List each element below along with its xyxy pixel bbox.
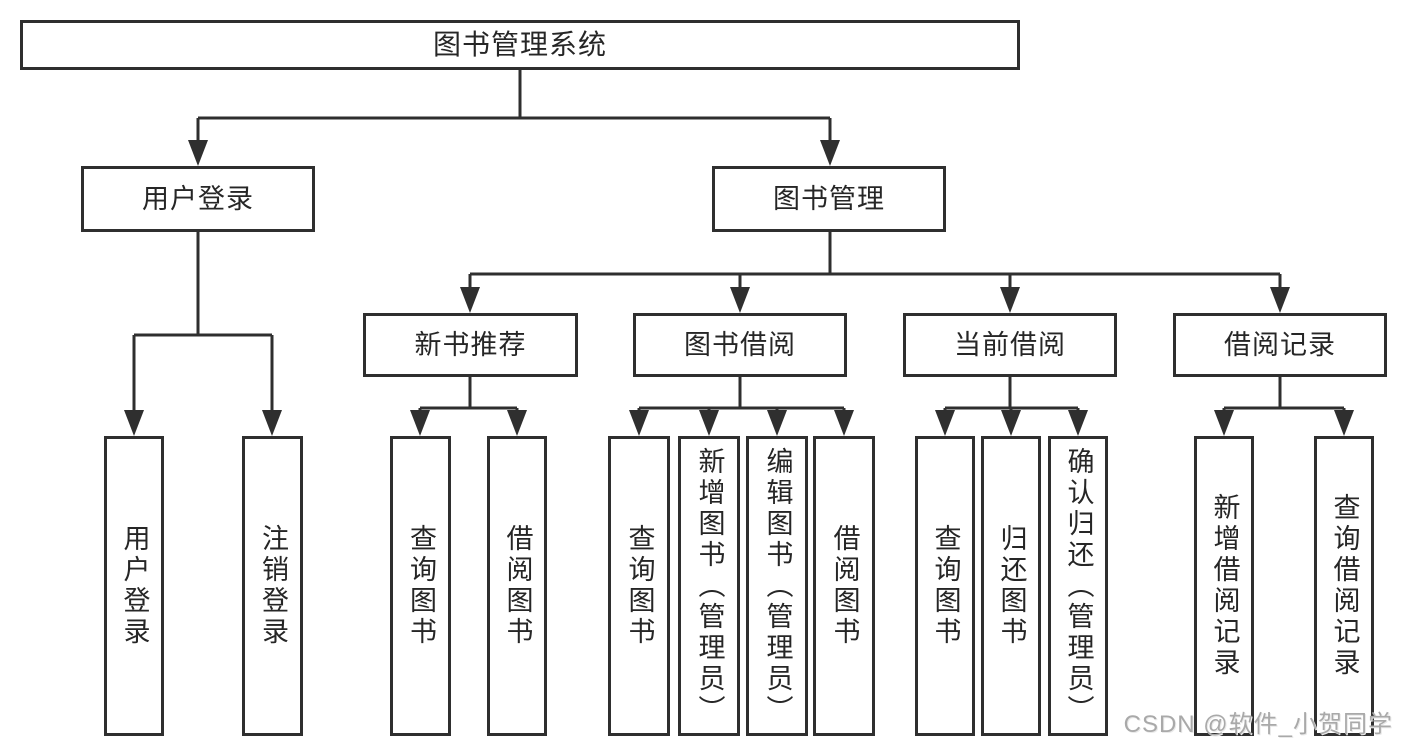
node-borrow-records: 借阅记录 bbox=[1173, 313, 1387, 377]
edge-borrow-records-children bbox=[1214, 377, 1354, 436]
edge-new-book-recommend-children bbox=[410, 377, 527, 436]
arrowhead bbox=[262, 410, 282, 436]
leaf-br-add-record: 新增借阅记录 bbox=[1194, 436, 1254, 736]
node-book-borrow: 图书借阅 bbox=[633, 313, 847, 377]
edge-root-to-level2 bbox=[188, 70, 840, 166]
edge-book-borrow-children bbox=[629, 377, 854, 436]
leaf-bb-query-book: 查询图书 bbox=[608, 436, 670, 736]
node-root: 图书管理系统 bbox=[20, 20, 1020, 70]
leaf-nbr-query-book: 查询图书 bbox=[390, 436, 451, 736]
arrowhead bbox=[124, 410, 144, 436]
arrowhead bbox=[188, 140, 208, 166]
arrowhead bbox=[935, 410, 955, 436]
arrowhead bbox=[1068, 410, 1088, 436]
node-new-book-recommend: 新书推荐 bbox=[363, 313, 578, 377]
leaf-bb-borrow-book: 借阅图书 bbox=[813, 436, 875, 736]
leaf-bb-edit-book-admin: 编辑图书（管理员） bbox=[746, 436, 808, 736]
arrowhead bbox=[730, 287, 750, 313]
edge-user-login-children bbox=[124, 232, 282, 436]
leaf-user-login: 用户登录 bbox=[104, 436, 164, 736]
arrowhead bbox=[820, 140, 840, 166]
edge-book-management-modules bbox=[460, 232, 1290, 313]
arrowhead bbox=[1000, 287, 1020, 313]
arrowhead bbox=[834, 410, 854, 436]
arrowhead bbox=[767, 410, 787, 436]
leaf-nbr-borrow-book: 借阅图书 bbox=[487, 436, 547, 736]
node-current-borrow: 当前借阅 bbox=[903, 313, 1117, 377]
arrowhead bbox=[699, 410, 719, 436]
arrowhead bbox=[1334, 410, 1354, 436]
arrowhead bbox=[1214, 410, 1234, 436]
leaf-cb-query-book: 查询图书 bbox=[915, 436, 975, 736]
watermark: CSDN @软件_小贺同学 bbox=[1123, 711, 1393, 738]
arrowhead bbox=[629, 410, 649, 436]
node-user-login: 用户登录 bbox=[81, 166, 315, 232]
edge-current-borrow-children bbox=[935, 377, 1088, 436]
node-book-management: 图书管理 bbox=[712, 166, 946, 232]
leaf-cb-return-book: 归还图书 bbox=[981, 436, 1041, 736]
arrowhead bbox=[507, 410, 527, 436]
arrowhead bbox=[460, 287, 480, 313]
arrowhead bbox=[1270, 287, 1290, 313]
leaf-cb-confirm-return-admin: 确认归还（管理员） bbox=[1048, 436, 1108, 736]
leaf-bb-add-book-admin: 新增图书（管理员） bbox=[678, 436, 740, 736]
leaf-logout: 注销登录 bbox=[242, 436, 303, 736]
arrowhead bbox=[410, 410, 430, 436]
arrowhead bbox=[1001, 410, 1021, 436]
leaf-br-query-record: 查询借阅记录 bbox=[1314, 436, 1374, 736]
